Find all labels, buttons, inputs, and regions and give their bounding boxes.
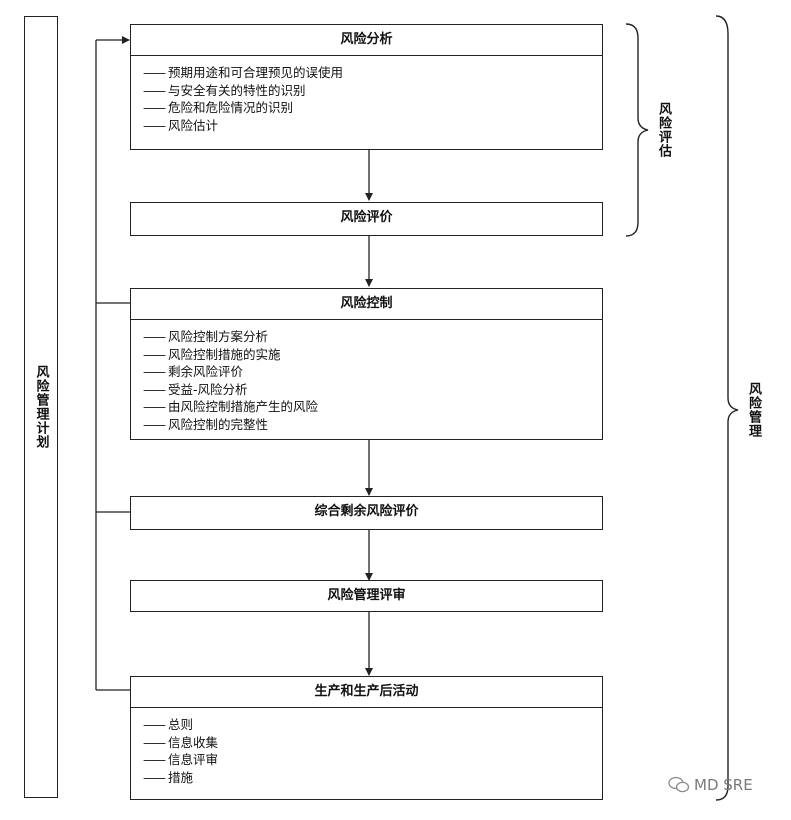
list-item: 风险控制方案分析 <box>143 328 602 346</box>
risk-evaluation-box: 风险评价 <box>130 202 603 236</box>
list-item: 危险和危险情况的识别 <box>143 99 602 117</box>
list-item: 措施 <box>143 769 602 787</box>
list-item: 风险控制的完整性 <box>143 416 602 434</box>
risk-management-plan-bar: 风险管理计划 <box>24 16 58 798</box>
assessment-brace <box>625 23 649 237</box>
list-item: 预期用途和可合理预见的误使用 <box>143 64 602 82</box>
production-activities-box: 生产和生产后活动 总则 信息收集 信息评审 措施 <box>130 676 603 800</box>
management-label-wrap: 风险管理 <box>744 382 763 442</box>
production-activities-items: 总则 信息收集 信息评审 措施 <box>131 708 602 786</box>
production-activities-title: 生产和生产后活动 <box>131 677 602 708</box>
overall-residual-risk-title: 综合剩余风险评价 <box>314 504 419 519</box>
list-item: 总则 <box>143 716 602 734</box>
list-item: 信息评审 <box>143 751 602 769</box>
risk-management-review-title: 风险管理评审 <box>327 588 406 603</box>
list-item: 风险估计 <box>143 117 602 135</box>
list-item: 由风险控制措施产生的风险 <box>143 398 602 416</box>
list-item: 风险控制措施的实施 <box>143 346 602 364</box>
risk-analysis-title: 风险分析 <box>131 25 602 56</box>
wechat-icon <box>668 776 690 793</box>
management-label: 风险管理 <box>746 382 761 438</box>
risk-evaluation-title: 风险评价 <box>340 210 393 225</box>
watermark: MD SRE <box>668 776 753 794</box>
risk-analysis-items: 预期用途和可合理预见的误使用 与安全有关的特性的识别 危险和危险情况的识别 风险… <box>131 56 602 134</box>
management-brace <box>715 15 739 801</box>
list-item: 信息收集 <box>143 734 602 752</box>
risk-management-review-box: 风险管理评审 <box>130 580 603 612</box>
list-item: 与安全有关的特性的识别 <box>143 82 602 100</box>
assessment-label: 风险评估 <box>656 102 671 158</box>
risk-analysis-box: 风险分析 预期用途和可合理预见的误使用 与安全有关的特性的识别 危险和危险情况的… <box>130 24 603 150</box>
risk-control-items: 风险控制方案分析 风险控制措施的实施 剩余风险评价 受益-风险分析 由风险控制措… <box>131 320 602 433</box>
assessment-label-wrap: 风险评估 <box>654 102 673 162</box>
risk-control-title: 风险控制 <box>131 289 602 320</box>
plan-label: 风险管理计划 <box>33 365 49 449</box>
risk-control-box: 风险控制 风险控制方案分析 风险控制措施的实施 剩余风险评价 受益-风险分析 由… <box>130 288 603 440</box>
watermark-text: MD SRE <box>694 776 753 794</box>
list-item: 剩余风险评价 <box>143 363 602 381</box>
list-item: 受益-风险分析 <box>143 381 602 399</box>
overall-residual-risk-box: 综合剩余风险评价 <box>130 496 603 530</box>
